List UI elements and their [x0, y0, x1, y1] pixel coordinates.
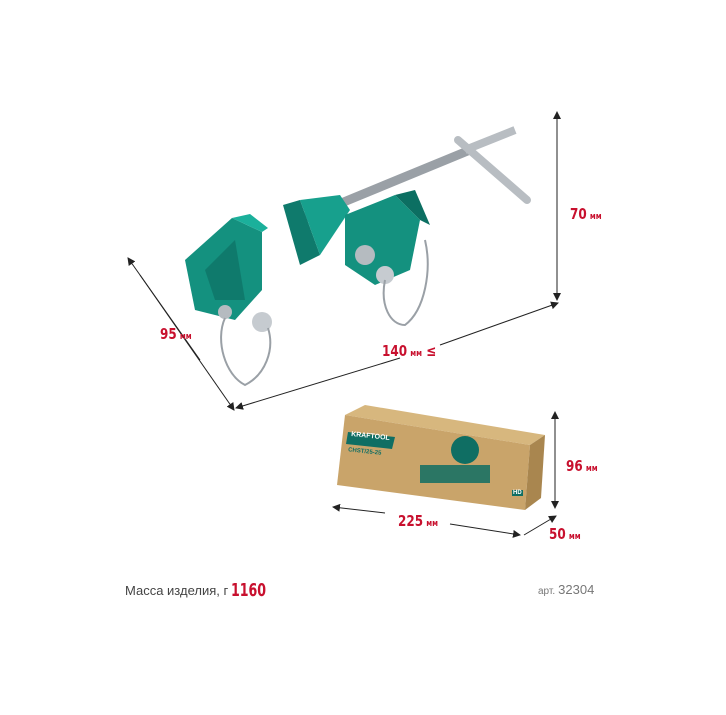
- dimension-value: 96: [566, 457, 583, 475]
- product-box: [337, 405, 545, 510]
- dimension-value: 50: [549, 525, 566, 543]
- clamp-chains: [220, 239, 429, 387]
- dimension-unit: мм: [568, 532, 581, 542]
- mass-value: 1160: [231, 580, 267, 601]
- mass-label: Масса изделия, г: [125, 583, 229, 598]
- article-number: арт.32304: [538, 582, 594, 597]
- dimension-unit: мм: [426, 519, 439, 529]
- dimension-lines: [127, 111, 561, 538]
- dimension-unit: мм: [589, 212, 602, 222]
- dimension-unit: мм: [410, 349, 423, 359]
- dimension-unit: мм: [179, 332, 192, 342]
- dimension-value: 95: [160, 325, 177, 343]
- clamp-jaw-movable: [283, 190, 430, 285]
- dimension-value: 225: [398, 512, 424, 530]
- dimension-unit: мм: [585, 464, 598, 474]
- article-value: 32304: [558, 582, 595, 597]
- article-label: арт.: [538, 586, 556, 597]
- dimension-suffix: ≤: [426, 342, 437, 360]
- clamp-jaw-fixed: [185, 214, 272, 332]
- dimension-value: 140: [382, 342, 408, 360]
- box-hd-badge: HD: [512, 490, 523, 496]
- dimension-value: 70: [570, 205, 587, 223]
